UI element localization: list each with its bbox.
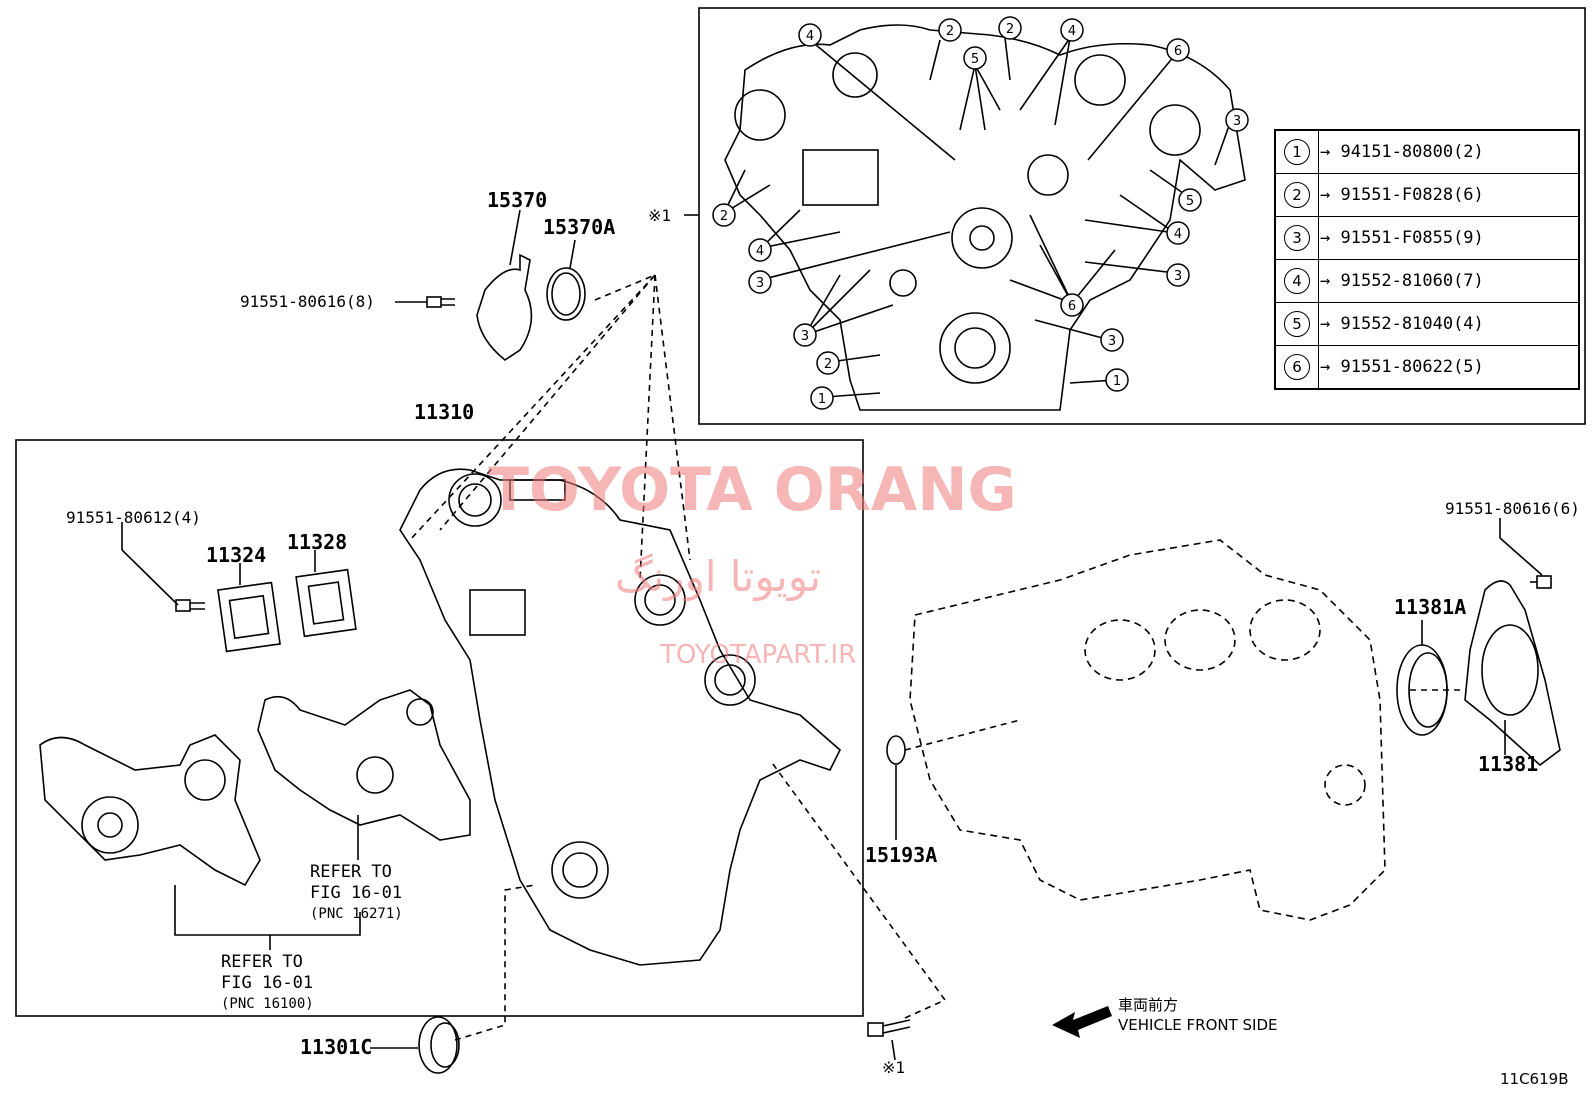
refer-note-16271: REFER TO FIG 16-01 (PNC 16271) — [310, 862, 403, 922]
legend-row: 6→ 91551-80622(5) — [1274, 345, 1580, 390]
svg-text:3: 3 — [1174, 269, 1182, 284]
bolt-legend-table: 1→ 94151-80800(2) 2→ 91551-F0828(6) 3→ 9… — [1274, 129, 1580, 390]
svg-text:5: 5 — [1186, 194, 1194, 209]
watermark-site: TOYOTAPART.IR — [660, 640, 857, 670]
legend-row: 3→ 91551-F0855(9) — [1274, 216, 1580, 260]
seal-15193a — [886, 735, 906, 765]
timing-chain-cover — [399, 468, 841, 966]
oil-seal-11301c — [418, 1016, 458, 1074]
svg-text:3: 3 — [1233, 114, 1241, 129]
legend-part: 91551-F0828(6) — [1340, 185, 1484, 205]
svg-text:5: 5 — [971, 52, 979, 67]
svg-text:2: 2 — [824, 357, 832, 372]
legend-row: 5→ 91552-81040(4) — [1274, 302, 1580, 346]
callout-box — [698, 7, 1586, 425]
svg-text:6: 6 — [1068, 299, 1076, 314]
legend-row: 2→ 91551-F0828(6) — [1274, 173, 1580, 217]
legend-part: 91551-F0855(9) — [1340, 228, 1484, 248]
part-label-91551-80612-4: 91551-80612(4) — [66, 508, 201, 527]
timing-cover-box — [15, 439, 864, 1017]
gasket-11324 — [217, 581, 281, 653]
part-label-91551-80616-6: 91551-80616(6) — [1445, 499, 1580, 518]
svg-text:2: 2 — [946, 24, 954, 39]
legend-part: 91552-81040(4) — [1340, 314, 1484, 334]
front-arrow-icon — [1052, 1006, 1112, 1038]
part-label-91551-80616-8: 91551-80616(8) — [240, 292, 375, 311]
svg-text:1: 1 — [1113, 374, 1121, 389]
part-label-11324: 11324 — [206, 543, 267, 567]
oil-seal-retainer-11381 — [1464, 580, 1561, 767]
svg-text:4: 4 — [806, 29, 814, 44]
water-pump-gasket — [257, 689, 471, 841]
vehicle-front-note: 車両前方 VEHICLE FRONT SIDE — [1118, 996, 1278, 1034]
legend-row: 4→ 91552-81060(7) — [1274, 259, 1580, 303]
callout-ref-mark: ※1 — [648, 206, 672, 225]
o-ring-15370a — [546, 267, 586, 321]
svg-text:4: 4 — [1174, 227, 1182, 242]
part-label-11328: 11328 — [287, 530, 348, 554]
watermark-brand-fa: تویوتا اورنگ — [615, 552, 822, 601]
watermark-brand: TOYOTA ORANG — [488, 455, 1017, 525]
legend-row: 1→ 94151-80800(2) — [1274, 129, 1580, 174]
svg-text:1: 1 — [818, 392, 826, 407]
part-label-11381: 11381 — [1478, 752, 1539, 776]
part-label-11310: 11310 — [414, 400, 475, 424]
callout-number-markers — [712, 16, 1249, 410]
cylinder-block — [909, 539, 1386, 921]
refer-note-16100: REFER TO FIG 16-01 (PNC 16100) — [221, 952, 314, 1012]
svg-text:3: 3 — [756, 276, 764, 291]
legend-part: 91552-81060(7) — [1340, 271, 1484, 291]
svg-text:3: 3 — [1108, 334, 1116, 349]
callout-cover-outline — [724, 24, 1246, 411]
svg-text:6: 6 — [1174, 44, 1182, 59]
part-label-15193a: 15193A — [865, 843, 938, 867]
part-label-15370: 15370 — [487, 188, 548, 212]
legend-part: 91551-80622(5) — [1340, 357, 1484, 377]
gasket-11328 — [295, 568, 357, 638]
part-label-15370a: 15370A — [543, 215, 616, 239]
svg-text:3: 3 — [801, 329, 809, 344]
svg-text:2: 2 — [1006, 22, 1014, 37]
part-label-11381a: 11381A — [1394, 595, 1467, 619]
water-pump — [39, 734, 261, 887]
legend-part: 94151-80800(2) — [1340, 142, 1484, 162]
bolt-11381 — [1536, 575, 1552, 589]
svg-text:4: 4 — [756, 244, 764, 259]
bolt-ref-mark: ※1 — [882, 1058, 906, 1077]
part-label-11301c: 11301C — [300, 1035, 373, 1059]
water-inlet-housing — [476, 253, 533, 361]
svg-text:2: 2 — [720, 209, 728, 224]
bolt-15370 — [426, 296, 442, 308]
svg-text:4: 4 — [1068, 24, 1076, 39]
bolt-ref1 — [867, 1022, 884, 1037]
figure-code: 11C619B — [1500, 1070, 1569, 1088]
